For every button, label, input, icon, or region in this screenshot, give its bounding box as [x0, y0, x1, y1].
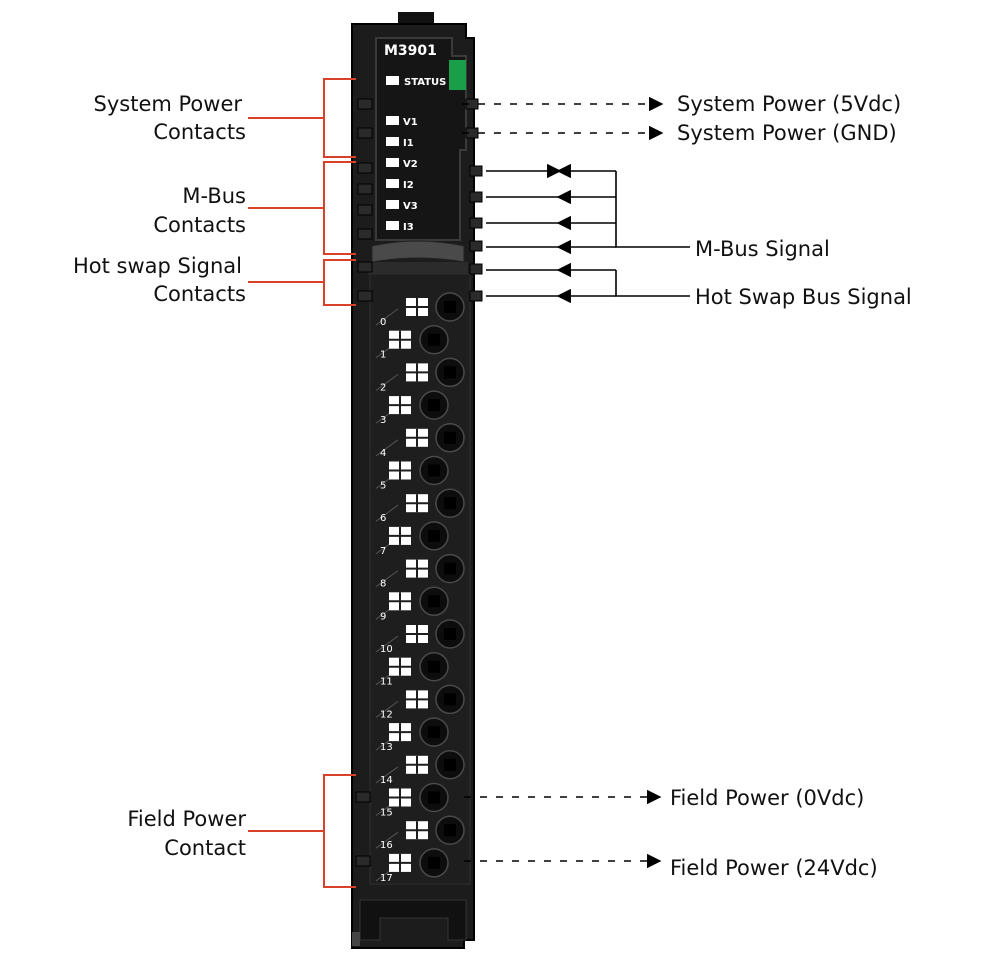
channel-terminal: 11 [375, 651, 449, 688]
channel-terminal: 5 [375, 455, 449, 492]
module-model: M3901 [384, 43, 437, 59]
led-label: V1 [403, 117, 418, 128]
channel-number: 7 [380, 546, 386, 557]
led-i1 [386, 137, 399, 146]
channel-number: 0 [380, 317, 386, 328]
channel-terminal: 1 [375, 324, 449, 361]
led-label: V2 [403, 159, 418, 170]
channel-terminal: 6 [375, 488, 465, 524]
channel-terminal: 16 [375, 815, 465, 851]
bracket-hot-swap [248, 259, 356, 306]
left-labels: System Power Contacts M-Bus Contacts Hot… [73, 92, 246, 860]
channel-number: 6 [380, 513, 386, 524]
label-system-power-1: System Power [94, 92, 243, 116]
channel-terminal: 15 [375, 782, 449, 819]
channel-terminal: 13 [375, 717, 449, 753]
channel-terminal: 10 [375, 619, 465, 655]
channel-number: 13 [380, 742, 393, 753]
channel-number: 1 [380, 350, 386, 361]
label-mbus-signal: M-Bus Signal [695, 237, 830, 261]
channel-terminal: 4 [375, 423, 465, 459]
channel-number: 17 [380, 873, 393, 884]
channel-number: 9 [380, 611, 386, 622]
label-mbus-2: Contacts [153, 213, 246, 237]
led-panel [375, 37, 467, 241]
label-sys-5v: System Power (5Vdc) [677, 92, 901, 116]
channel-number: 15 [380, 808, 393, 819]
channel-number: 16 [380, 840, 393, 851]
led-label: I3 [403, 222, 414, 233]
channel-number: 8 [380, 579, 386, 590]
channel-number: 12 [380, 709, 393, 720]
bracket-mbus [248, 161, 356, 255]
label-sys-gnd: System Power (GND) [677, 121, 897, 145]
led-label: V3 [403, 201, 418, 212]
channel-number: 10 [380, 644, 393, 655]
status-indicator [386, 76, 399, 85]
label-hot-swap-1: Hot swap Signal [73, 254, 242, 278]
hotswap-bus [615, 270, 690, 297]
channel-terminal: 17 [375, 848, 449, 884]
right-contact-tabs [465, 98, 483, 302]
label-field-24v: Field Power (24Vdc) [670, 856, 878, 880]
channel-terminal: 7 [375, 521, 449, 557]
status-label: STATUS [404, 77, 446, 88]
channel-number: 5 [380, 481, 386, 492]
channel-terminal: 8 [375, 553, 465, 590]
channel-number: 2 [380, 382, 386, 393]
led-label: I1 [403, 138, 414, 149]
bracket-system-power [248, 78, 356, 158]
mbus-bus [615, 171, 690, 248]
label-hot-swap-signal: Hot Swap Bus Signal [695, 285, 912, 309]
led-v3 [386, 200, 399, 209]
label-mbus-1: M-Bus [182, 184, 246, 208]
status-led [449, 60, 466, 90]
channel-terminal: 14 [375, 750, 465, 786]
channel-terminal: 0 [375, 292, 465, 328]
label-field-power-1: Field Power [127, 807, 246, 831]
channel-terminal: 3 [375, 390, 449, 426]
channel-terminal: 12 [375, 684, 465, 720]
led-v2 [386, 158, 399, 167]
led-i2 [386, 179, 399, 188]
channel-number: 14 [380, 775, 393, 786]
left-brackets [248, 78, 356, 888]
led-v1 [386, 116, 399, 125]
channel-number: 4 [380, 448, 386, 459]
label-system-power-2: Contacts [153, 120, 246, 144]
bottom-foot [359, 899, 467, 941]
bracket-field-power [248, 774, 356, 888]
label-field-power-2: Contact [164, 836, 246, 860]
channel-number: 3 [380, 415, 386, 426]
led-i3 [386, 221, 399, 230]
label-hot-swap-2: Contacts [153, 282, 246, 306]
left-contact-tabs [355, 98, 373, 867]
led-label: I2 [403, 180, 414, 191]
right-connectors [462, 96, 690, 869]
channel-number: 11 [380, 677, 393, 688]
channel-terminal: 9 [375, 586, 449, 622]
channel-terminal: 2 [375, 357, 465, 393]
right-labels: System Power (5Vdc) System Power (GND) M… [670, 92, 912, 880]
label-field-0v: Field Power (0Vdc) [670, 786, 864, 810]
